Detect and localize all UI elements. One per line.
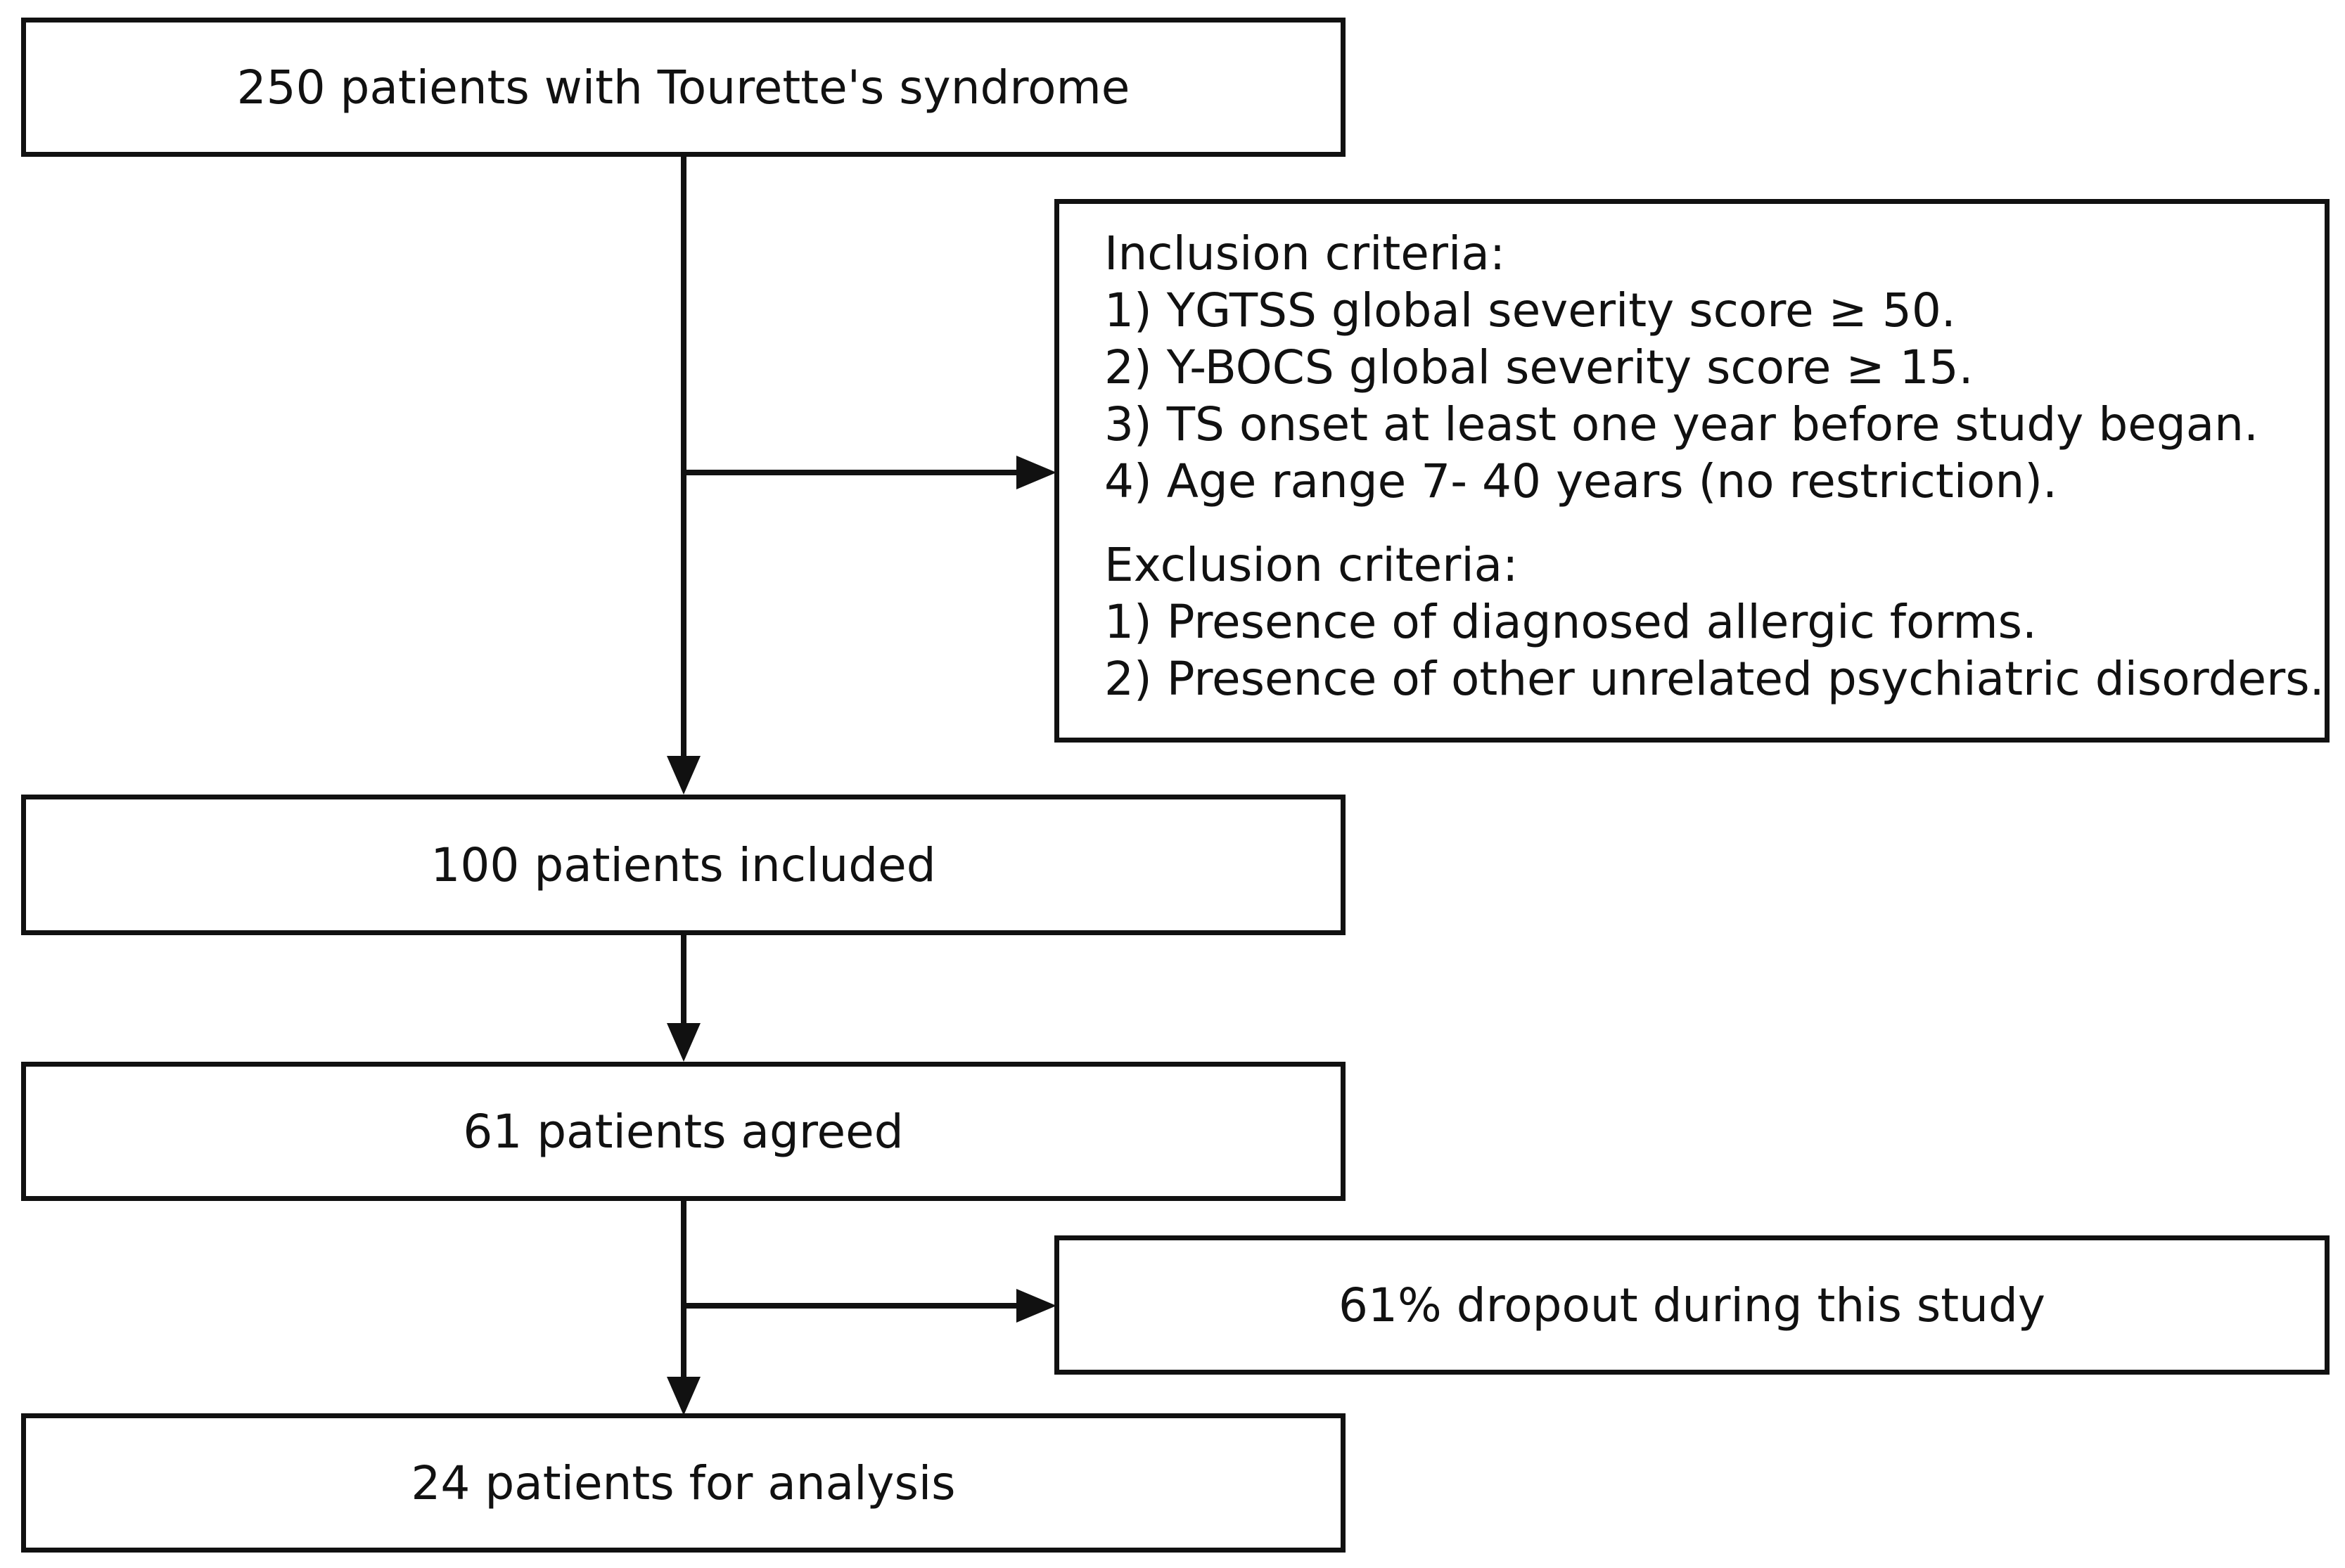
exclusion-title: Exclusion criteria: <box>1104 538 1519 592</box>
step3-label: 61 patients agreed <box>463 1104 904 1159</box>
arrowhead-step2 <box>667 756 701 795</box>
inclusion-item-4: 4) Age range 7- 40 years (no restriction… <box>1104 454 2057 508</box>
inclusion-item-1: 1) YGTSS global severity score ≥ 50. <box>1104 283 1956 338</box>
dropout-label: 61% dropout during this study <box>1338 1278 2045 1332</box>
step4-label: 24 patients for analysis <box>411 1455 956 1510</box>
inclusion-item-3: 3) TS onset at least one year before stu… <box>1104 397 2258 451</box>
step1-label: 250 patients with Tourette's syndrome <box>236 60 1130 115</box>
exclusion-item-2: 2) Presence of other unrelated psychiatr… <box>1104 652 2325 706</box>
criteria-box: Inclusion criteria: 1) YGTSS global seve… <box>1054 199 2330 743</box>
step3-box: 61 patients agreed <box>21 1062 1346 1201</box>
dropout-box: 61% dropout during this study <box>1054 1235 2330 1375</box>
arrowhead-step4 <box>667 1377 701 1415</box>
inclusion-title: Inclusion criteria: <box>1104 226 1506 281</box>
criteria-spacer <box>1104 510 2325 536</box>
exclusion-item-1: 1) Presence of diagnosed allergic forms. <box>1104 595 2038 649</box>
arrowhead-criteria <box>1016 456 1056 489</box>
arrowhead-step3 <box>667 1023 701 1062</box>
arrowhead-dropout <box>1016 1289 1056 1323</box>
step4-box: 24 patients for analysis <box>21 1413 1346 1553</box>
step2-label: 100 patients included <box>430 837 936 892</box>
inclusion-item-2: 2) Y-BOCS global severity score ≥ 15. <box>1104 340 1974 394</box>
step2-box: 100 patients included <box>21 795 1346 935</box>
step1-box: 250 patients with Tourette's syndrome <box>21 18 1346 157</box>
